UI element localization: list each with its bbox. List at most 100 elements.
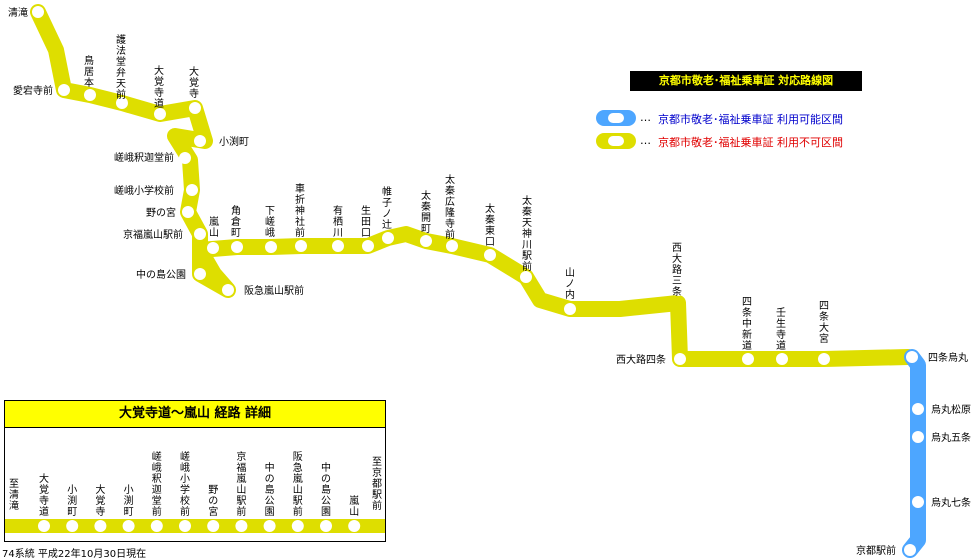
- stop-label: 太秦広隆寺前: [445, 173, 455, 241]
- stop-label: 太秦東口: [485, 202, 495, 248]
- stop-marker: [362, 240, 374, 252]
- stop-label: 西大路三条: [672, 243, 682, 298]
- map-title: 京都市敬老･福祉乗車証 対応路線図: [630, 71, 862, 91]
- stop-marker: [116, 97, 128, 109]
- detail-stop-label: 京福嵐山駅前: [236, 450, 246, 518]
- legend-available-text: 京都市敬老･福祉乗車証 利用可能区間: [658, 113, 843, 126]
- stop-marker: [742, 353, 754, 365]
- stop-marker: [904, 544, 916, 556]
- stop-marker: [776, 353, 788, 365]
- stop-marker: [231, 241, 243, 253]
- stop-label: 烏丸七条: [931, 496, 971, 509]
- detail-stop-label: 野の宮: [208, 484, 218, 518]
- detail-stop-label: 嵐山: [349, 495, 359, 518]
- legend-unavailable-swatch: [596, 133, 636, 149]
- stop-marker: [189, 102, 201, 114]
- stop-label: 嵯峨釈迦堂前: [114, 151, 174, 164]
- stop-label: 清滝: [8, 6, 28, 19]
- stop-marker: [520, 271, 532, 283]
- stop-label: 野の宮: [146, 206, 176, 219]
- detail-stop-label: 中の島公園: [321, 461, 331, 518]
- stop-marker: [564, 303, 576, 315]
- stop-markers: [32, 6, 924, 556]
- detail-stop-marker: [66, 520, 79, 532]
- stop-label: 下嵯峨: [265, 206, 275, 239]
- detail-stop-label: 小渕町: [67, 484, 77, 518]
- stop-label: 護法堂弁天前: [116, 33, 126, 101]
- stop-label: 大覚寺道: [154, 64, 164, 110]
- stop-label: 嵐山: [209, 216, 219, 239]
- stop-label: 四条中新道: [742, 297, 752, 352]
- detail-stop-markers: [38, 520, 361, 532]
- stop-label: 帷子ノ辻: [382, 185, 392, 231]
- route-detail-panel: 大覚寺道～嵐山 経路 詳細 大覚寺道 小渕町 大覚寺 小渕町 嵯峨釈迦堂前 嵯峨小学校前野…: [4, 400, 386, 542]
- stop-label: 中の島公園: [136, 268, 186, 281]
- detail-stop-label: 大覚寺: [95, 483, 105, 518]
- stop-marker: [446, 240, 458, 252]
- stop-marker: [912, 403, 924, 415]
- detail-stop-marker: [38, 520, 50, 532]
- detail-stop-marker: [348, 520, 361, 532]
- stop-label: 京都駅前: [856, 544, 896, 557]
- stop-marker: [194, 268, 206, 280]
- detail-stop-label: 嵯峨小学校前: [180, 450, 190, 518]
- detail-stop-marker: [179, 520, 191, 532]
- stop-marker: [332, 240, 344, 252]
- stop-marker: [912, 496, 924, 508]
- stop-marker: [818, 353, 830, 365]
- stop-marker: [484, 249, 496, 261]
- stop-label: 太秦開町: [421, 189, 431, 235]
- stop-marker: [194, 135, 206, 147]
- stop-marker: [420, 235, 432, 247]
- footer-note: 74系統 平成22年10月30日現在: [2, 549, 147, 560]
- stop-marker: [186, 184, 198, 196]
- detail-end-left: 至清滝: [9, 478, 19, 512]
- stop-marker: [295, 240, 307, 252]
- stop-label: 山ノ内: [565, 267, 575, 301]
- stop-marker: [194, 228, 206, 240]
- stop-label: 西大路四条: [616, 353, 666, 366]
- legend-dots: …: [640, 111, 651, 124]
- stop-marker: [32, 6, 44, 18]
- stop-label: 角倉町: [231, 205, 241, 239]
- stop-label: 太秦天神川駅前: [522, 194, 532, 273]
- stop-marker: [154, 108, 166, 120]
- detail-stop-label: 大覚寺道: [39, 472, 49, 518]
- detail-stop-marker: [235, 520, 248, 532]
- stop-marker: [672, 284, 684, 296]
- stop-labels: 清滝愛宕寺前鳥居本護法堂弁天前大覚寺道大覚寺小渕町嵯峨釈迦堂前嵯峨小学校前野の宮…: [8, 6, 971, 557]
- stop-label: 壬生寺道: [776, 307, 786, 352]
- stop-label: 小渕町: [219, 135, 249, 148]
- detail-end-right: 至京都駅前: [372, 456, 382, 512]
- stop-label: 愛宕寺前: [13, 84, 53, 97]
- stop-label: 四条烏丸: [928, 351, 968, 364]
- legend-dots: …: [640, 134, 651, 147]
- stop-marker: [382, 232, 394, 244]
- stop-marker: [58, 84, 70, 96]
- stop-label: 京福嵐山駅前: [123, 228, 183, 241]
- stop-marker: [207, 242, 219, 254]
- stop-label: 鳥居本: [84, 54, 94, 89]
- stop-label: 生田口: [361, 204, 371, 239]
- detail-stop-marker: [291, 520, 304, 532]
- detail-stop-marker: [263, 520, 276, 532]
- detail-stop-label: 阪急嵐山駅前: [293, 450, 303, 518]
- detail-stop-label: 小渕町: [124, 484, 134, 518]
- stop-label: 大覚寺: [189, 65, 199, 100]
- stop-marker: [265, 241, 277, 253]
- stop-label: 阪急嵐山駅前: [244, 284, 304, 297]
- route-detail-title: 大覚寺道～嵐山 経路 詳細: [5, 401, 385, 428]
- legend-available-swatch: [596, 110, 636, 126]
- stop-label: 嵯峨小学校前: [114, 184, 174, 197]
- detail-stop-label: 中の島公園: [265, 461, 275, 518]
- legend-unavailable-text: 京都市敬老･福祉乗車証 利用不可区間: [658, 136, 843, 149]
- stop-label: 車折神社前: [295, 182, 305, 239]
- detail-stop-marker: [207, 520, 220, 532]
- detail-stop-label: 嵯峨釈迦堂前: [152, 450, 162, 518]
- stop-marker: [912, 431, 924, 443]
- detail-stop-marker: [320, 520, 332, 532]
- detail-stop-marker: [122, 520, 135, 532]
- detail-stop-marker: [94, 520, 107, 532]
